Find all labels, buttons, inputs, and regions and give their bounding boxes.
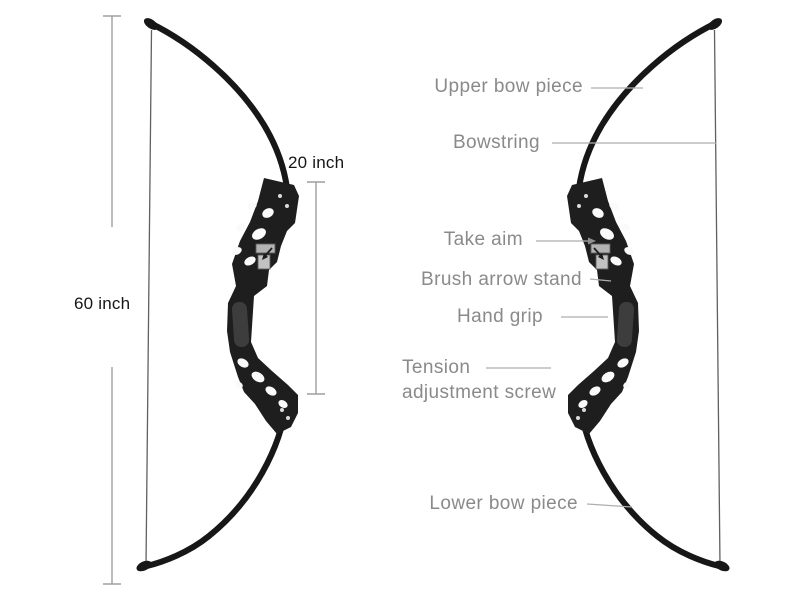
label-take-aim: Take aim: [443, 229, 523, 250]
label-tension-line1: Tension: [402, 357, 471, 378]
label-tension-line2: adjustment screw: [402, 382, 557, 403]
leader-lines: [486, 87, 716, 508]
bow-right-view: [567, 16, 731, 574]
label-lower-bow-piece: Lower bow piece: [429, 493, 578, 514]
bow-left-view: [135, 16, 299, 574]
leader-brush-arrow-stand: [589, 278, 612, 282]
label-hand-grip: Hand grip: [457, 306, 543, 327]
label-riser-length-20-inch: 20 inch: [288, 153, 345, 172]
label-brush-arrow-stand: Brush arrow stand: [421, 269, 582, 290]
leader-lower-bow-piece: [586, 503, 633, 508]
measurement-60-inch: [103, 15, 121, 585]
label-total-length-60-inch: 60 inch: [74, 294, 131, 313]
leader-arrowhead-icon: [588, 237, 596, 245]
measurement-20-inch: [307, 181, 325, 395]
label-upper-bow-piece: Upper bow piece: [434, 76, 583, 97]
label-bowstring: Bowstring: [452, 132, 540, 153]
